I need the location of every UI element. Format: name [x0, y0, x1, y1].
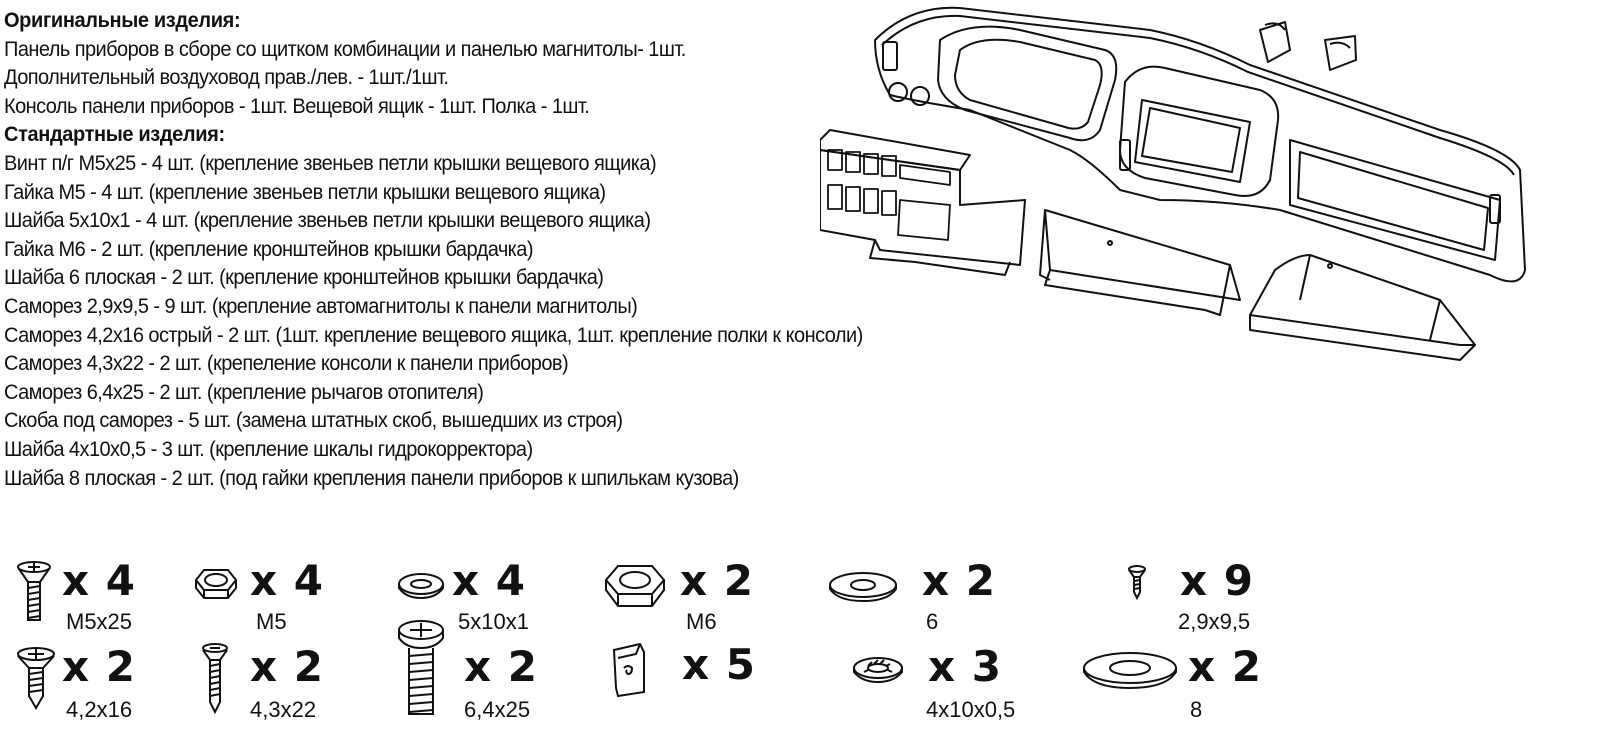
- original-parts-heading: Оригинальные изделия:: [4, 8, 241, 32]
- standard-item: Скоба под саморез - 5 шт. (замена штатны…: [4, 408, 623, 433]
- original-item: Панель приборов в сборе со щитком комбин…: [4, 36, 686, 61]
- size-label: 4,3x22: [250, 697, 317, 722]
- quantity: x 2: [464, 642, 538, 691]
- dashboard-illustration: [820, 6, 1526, 361]
- quantity: x 2: [250, 642, 324, 691]
- quantity: x 2: [62, 642, 136, 691]
- standard-item: Гайка М5 - 4 шт. (крепление звеньев петл…: [4, 179, 606, 204]
- hardware-item: x 9 2,9x9,5: [1126, 560, 1286, 638]
- hardware-item: x 5: [610, 640, 780, 710]
- quantity: x 9: [1180, 556, 1254, 605]
- hardware-item: x 4 M5: [190, 560, 350, 638]
- quantity: x 4: [250, 556, 324, 605]
- size-label: 2,9x9,5: [1178, 609, 1251, 634]
- size-label: 8: [1190, 697, 1203, 722]
- size-label: 5x10x1: [458, 609, 529, 634]
- standard-item: Шайба 8 плоская - 2 шт. (под гайки крепл…: [4, 465, 739, 490]
- size-label: M5: [256, 609, 287, 634]
- quantity: x 2: [922, 556, 996, 605]
- standard-item: Винт п/г М5х25 - 4 шт. (крепление звенье…: [4, 150, 657, 175]
- quantity: x 5: [682, 640, 756, 689]
- standard-item: Шайба 5х10х1 - 4 шт. (крепление звеньев …: [4, 208, 651, 233]
- standard-item: Шайба 4х10х0,5 - 3 шт. (крепление шкалы …: [4, 436, 533, 461]
- quantity: x 4: [452, 556, 526, 605]
- standard-parts-heading: Стандартные изделия:: [4, 122, 225, 147]
- hardware-item: x 2 M6: [600, 560, 770, 638]
- size-label: 4,2x16: [66, 697, 133, 722]
- hardware-item: x 2 4,3x22: [200, 642, 360, 724]
- large-flat-washer-icon: [1083, 652, 1177, 690]
- size-label: 4x10x0,5: [926, 697, 1016, 722]
- standard-item: Саморез 6,4х25 - 2 шт. (крепление рычаго…: [4, 379, 484, 404]
- hardware-item: x 4 5x10x1: [396, 560, 556, 638]
- parts-list: Оригинальные изделия: Панель приборов в …: [4, 6, 1154, 492]
- size-label: M6: [686, 609, 717, 634]
- standard-item: Шайба 6 плоская - 2 шт. (крепление кронш…: [4, 265, 604, 290]
- countersunk-screw-icon: [17, 561, 51, 621]
- standard-item: Саморез 4,2х16 острый - 2 шт. (1шт. креп…: [4, 322, 863, 347]
- quantity: x 2: [1188, 642, 1262, 691]
- quantity: x 4: [62, 556, 136, 605]
- hex-nut-icon: [604, 565, 666, 607]
- screw-clip-icon: [612, 642, 645, 698]
- self-tapping-screw-icon: [17, 647, 55, 710]
- standard-item: Саморез 4,3х22 - 2 шт. (крепеление консо…: [4, 351, 569, 376]
- hardware-item: x 4 M5x25: [14, 560, 174, 638]
- bolt-icon: [398, 620, 444, 715]
- hardware-item: x 2 4,2x16: [14, 646, 174, 724]
- flat-washer-icon: [829, 572, 897, 603]
- serrated-washer-icon: [853, 657, 903, 684]
- quantity: x 2: [680, 556, 754, 605]
- hardware-item: x 2 8: [1080, 646, 1280, 724]
- original-item: Консоль панели приборов - 1шт. Вещевой я…: [4, 93, 590, 118]
- standard-item: Саморез 2,9х9,5 - 9 шт. (крепление автом…: [4, 293, 638, 318]
- self-tapping-screw-icon: [202, 643, 228, 714]
- size-label: 6: [926, 609, 939, 634]
- hardware-item: x 2 6: [826, 560, 1016, 638]
- size-label: 6,4x25: [464, 697, 531, 722]
- original-item: Дополнительный воздуховод прав./лев. - 1…: [4, 65, 449, 90]
- hardware-item: x 2 6,4x25: [396, 618, 566, 724]
- washer-icon: [398, 573, 444, 600]
- hardware-item: x 3 4x10x0,5: [850, 646, 1040, 724]
- size-label: M5x25: [66, 609, 133, 634]
- standard-item: Гайка М6 - 2 шт. (крепление кронштейнов …: [4, 236, 534, 261]
- quantity: x 3: [928, 642, 1002, 691]
- small-screw-icon: [1128, 565, 1146, 600]
- hex-nut-icon: [194, 569, 238, 599]
